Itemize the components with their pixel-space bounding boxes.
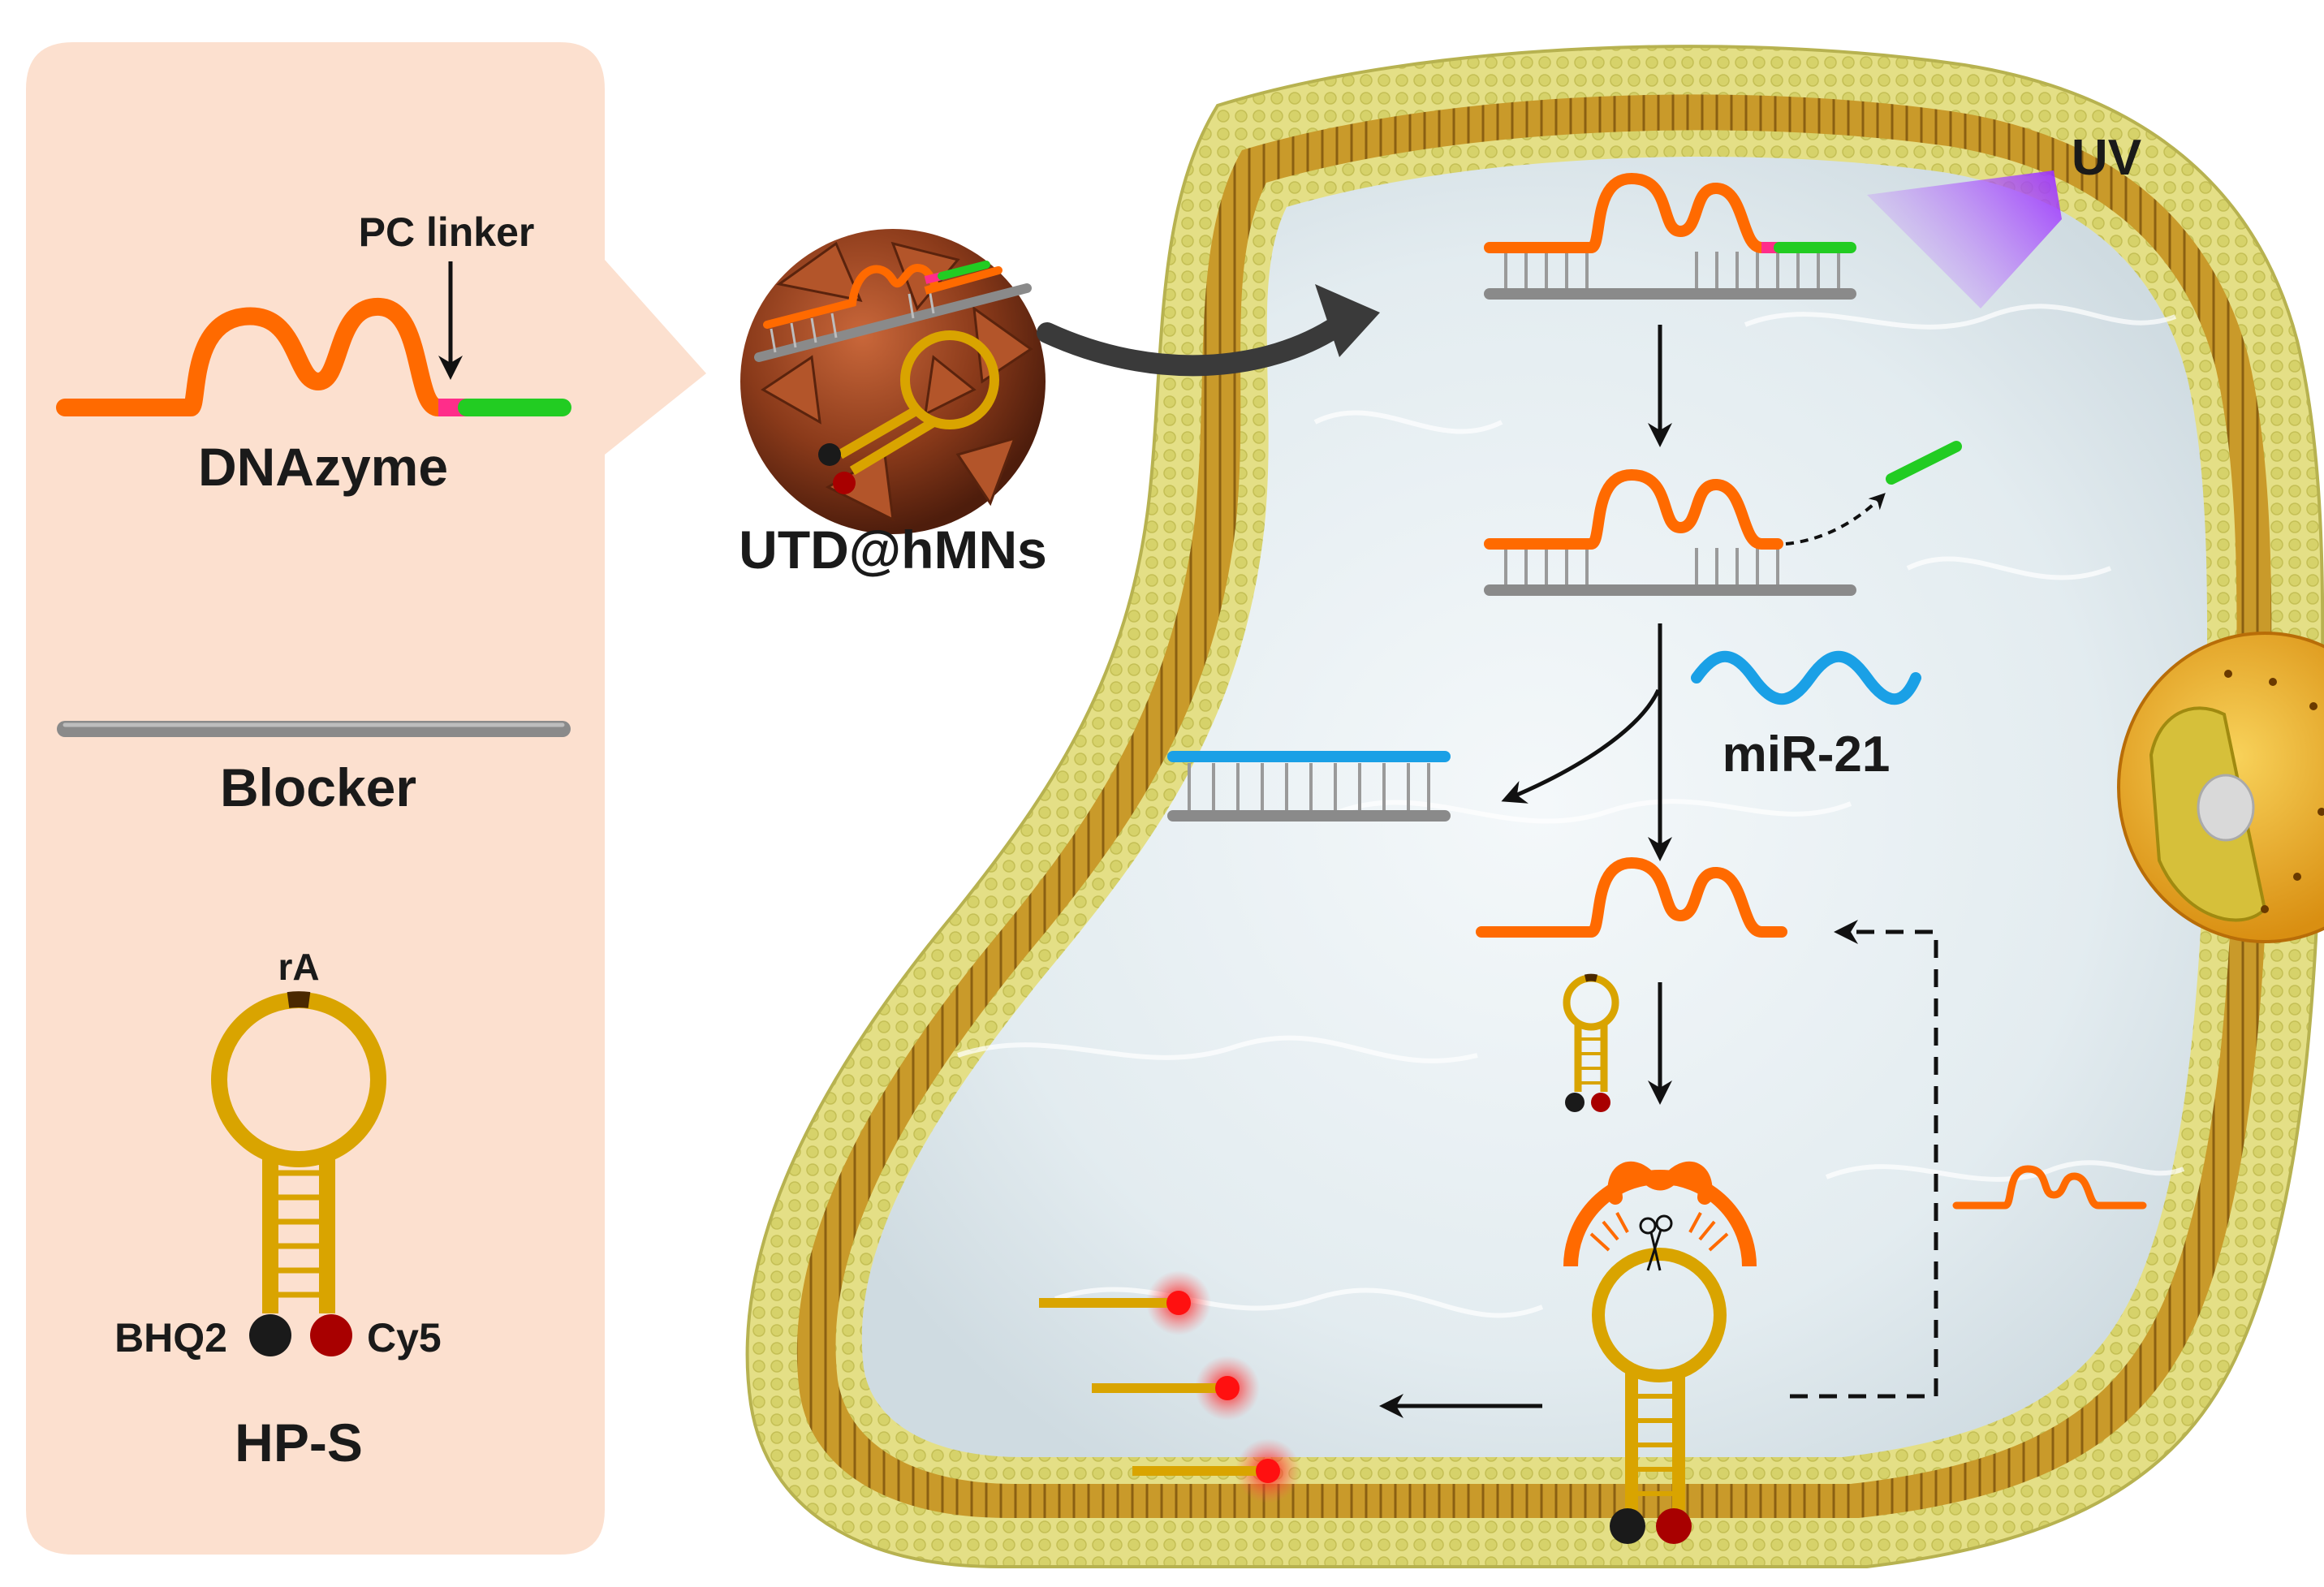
complex-cy5 — [1656, 1508, 1692, 1544]
bound-dnazyme-rungs — [1589, 1212, 1729, 1252]
blocker-legend: Blocker — [57, 721, 571, 817]
np-dnazyme — [763, 263, 1002, 329]
dnazyme-label: DNAzyme — [198, 437, 448, 497]
np-fragment — [938, 261, 990, 280]
mirna-blocker-duplex — [1167, 751, 1451, 822]
mirna-strand — [1691, 650, 1921, 705]
cy5-label: Cy5 — [367, 1315, 442, 1361]
step-photocleavage — [1484, 441, 1962, 596]
nucleus — [2117, 632, 2324, 943]
nanoparticle-utd-hmns: UTD@hMNs — [739, 229, 1047, 580]
np-cy5 — [833, 472, 856, 494]
legend-panel: PC linker DNAzyme Blocker rA — [26, 42, 706, 1555]
ra-site — [287, 991, 311, 1008]
np-hairpin-loop — [900, 330, 999, 429]
small-hairpin-rungs — [1578, 1037, 1604, 1085]
duplex1-dnazyme — [1484, 173, 1771, 253]
cytoplasm — [861, 156, 2208, 1457]
complex-stem-rungs — [1632, 1394, 1679, 1496]
np-hairpin-stem-b — [849, 417, 937, 476]
mirna: miR-21 — [1691, 650, 1921, 783]
legend-panel-background — [26, 42, 706, 1555]
cleavage-complex — [1563, 1161, 1757, 1544]
ra-label: rA — [278, 946, 319, 988]
cell — [745, 45, 2324, 1568]
bhq2-label: BHQ2 — [114, 1315, 227, 1361]
small-hairpin — [1563, 973, 1619, 1112]
cytoplasm-texture — [957, 304, 2185, 1318]
bhq2-quencher — [249, 1314, 291, 1356]
uv-label: UV — [2072, 130, 2141, 186]
released-fragment — [1886, 441, 1962, 485]
cy5-fluorophore — [310, 1314, 352, 1356]
cy5-dot-3 — [1256, 1459, 1280, 1483]
small-hairpin-bhq2 — [1565, 1093, 1585, 1112]
recycled-dnazyme — [1952, 1165, 2147, 1210]
uptake-arrow-body — [1037, 314, 1350, 377]
pc-linker-label: PC linker — [359, 209, 535, 255]
cy5-dot-2 — [1215, 1376, 1240, 1400]
dnazyme-strand — [56, 298, 447, 416]
np-duplex-rungs — [770, 288, 935, 353]
duplex2-dnazyme — [1484, 469, 1783, 550]
mirna-duplex-rungs — [1188, 763, 1430, 810]
fluorescent-fragments — [1039, 1270, 1300, 1503]
step-uv-duplex: UV — [1484, 130, 2141, 308]
hp-s-label: HP-S — [235, 1412, 363, 1473]
small-hairpin-cy5 — [1591, 1093, 1610, 1112]
small-hairpin-ra — [1584, 973, 1598, 982]
mirna-label: miR-21 — [1723, 727, 1891, 783]
np-blocker — [754, 283, 1032, 362]
duplex2-rungs — [1504, 548, 1779, 584]
nanoparticle-label: UTD@hMNs — [739, 520, 1047, 580]
cy5-dot-1 — [1166, 1291, 1191, 1315]
free-dnazyme — [1476, 857, 1787, 938]
blocker-label: Blocker — [220, 757, 416, 817]
dnazyme-legend: PC linker DNAzyme — [56, 209, 571, 497]
complex-hairpin-loop — [1592, 1248, 1727, 1382]
np-bhq2 — [818, 443, 841, 466]
duplex1-rungs — [1504, 252, 1840, 288]
bound-dnazyme-core — [1607, 1161, 1713, 1205]
hairpin-rungs — [270, 1170, 327, 1298]
uptake-arrow-head — [1315, 284, 1380, 357]
scissors-icon — [1639, 1214, 1673, 1271]
uv-light-beam — [1867, 170, 2062, 308]
complex-bhq2 — [1610, 1508, 1645, 1544]
np-hairpin-stem-a — [837, 405, 921, 459]
hairpin-legend: rA BHQ2 Cy5 HP-S — [114, 946, 442, 1473]
recycle-arrow — [1790, 920, 1938, 1399]
arrow-to-mirna-duplex — [1501, 688, 1661, 804]
